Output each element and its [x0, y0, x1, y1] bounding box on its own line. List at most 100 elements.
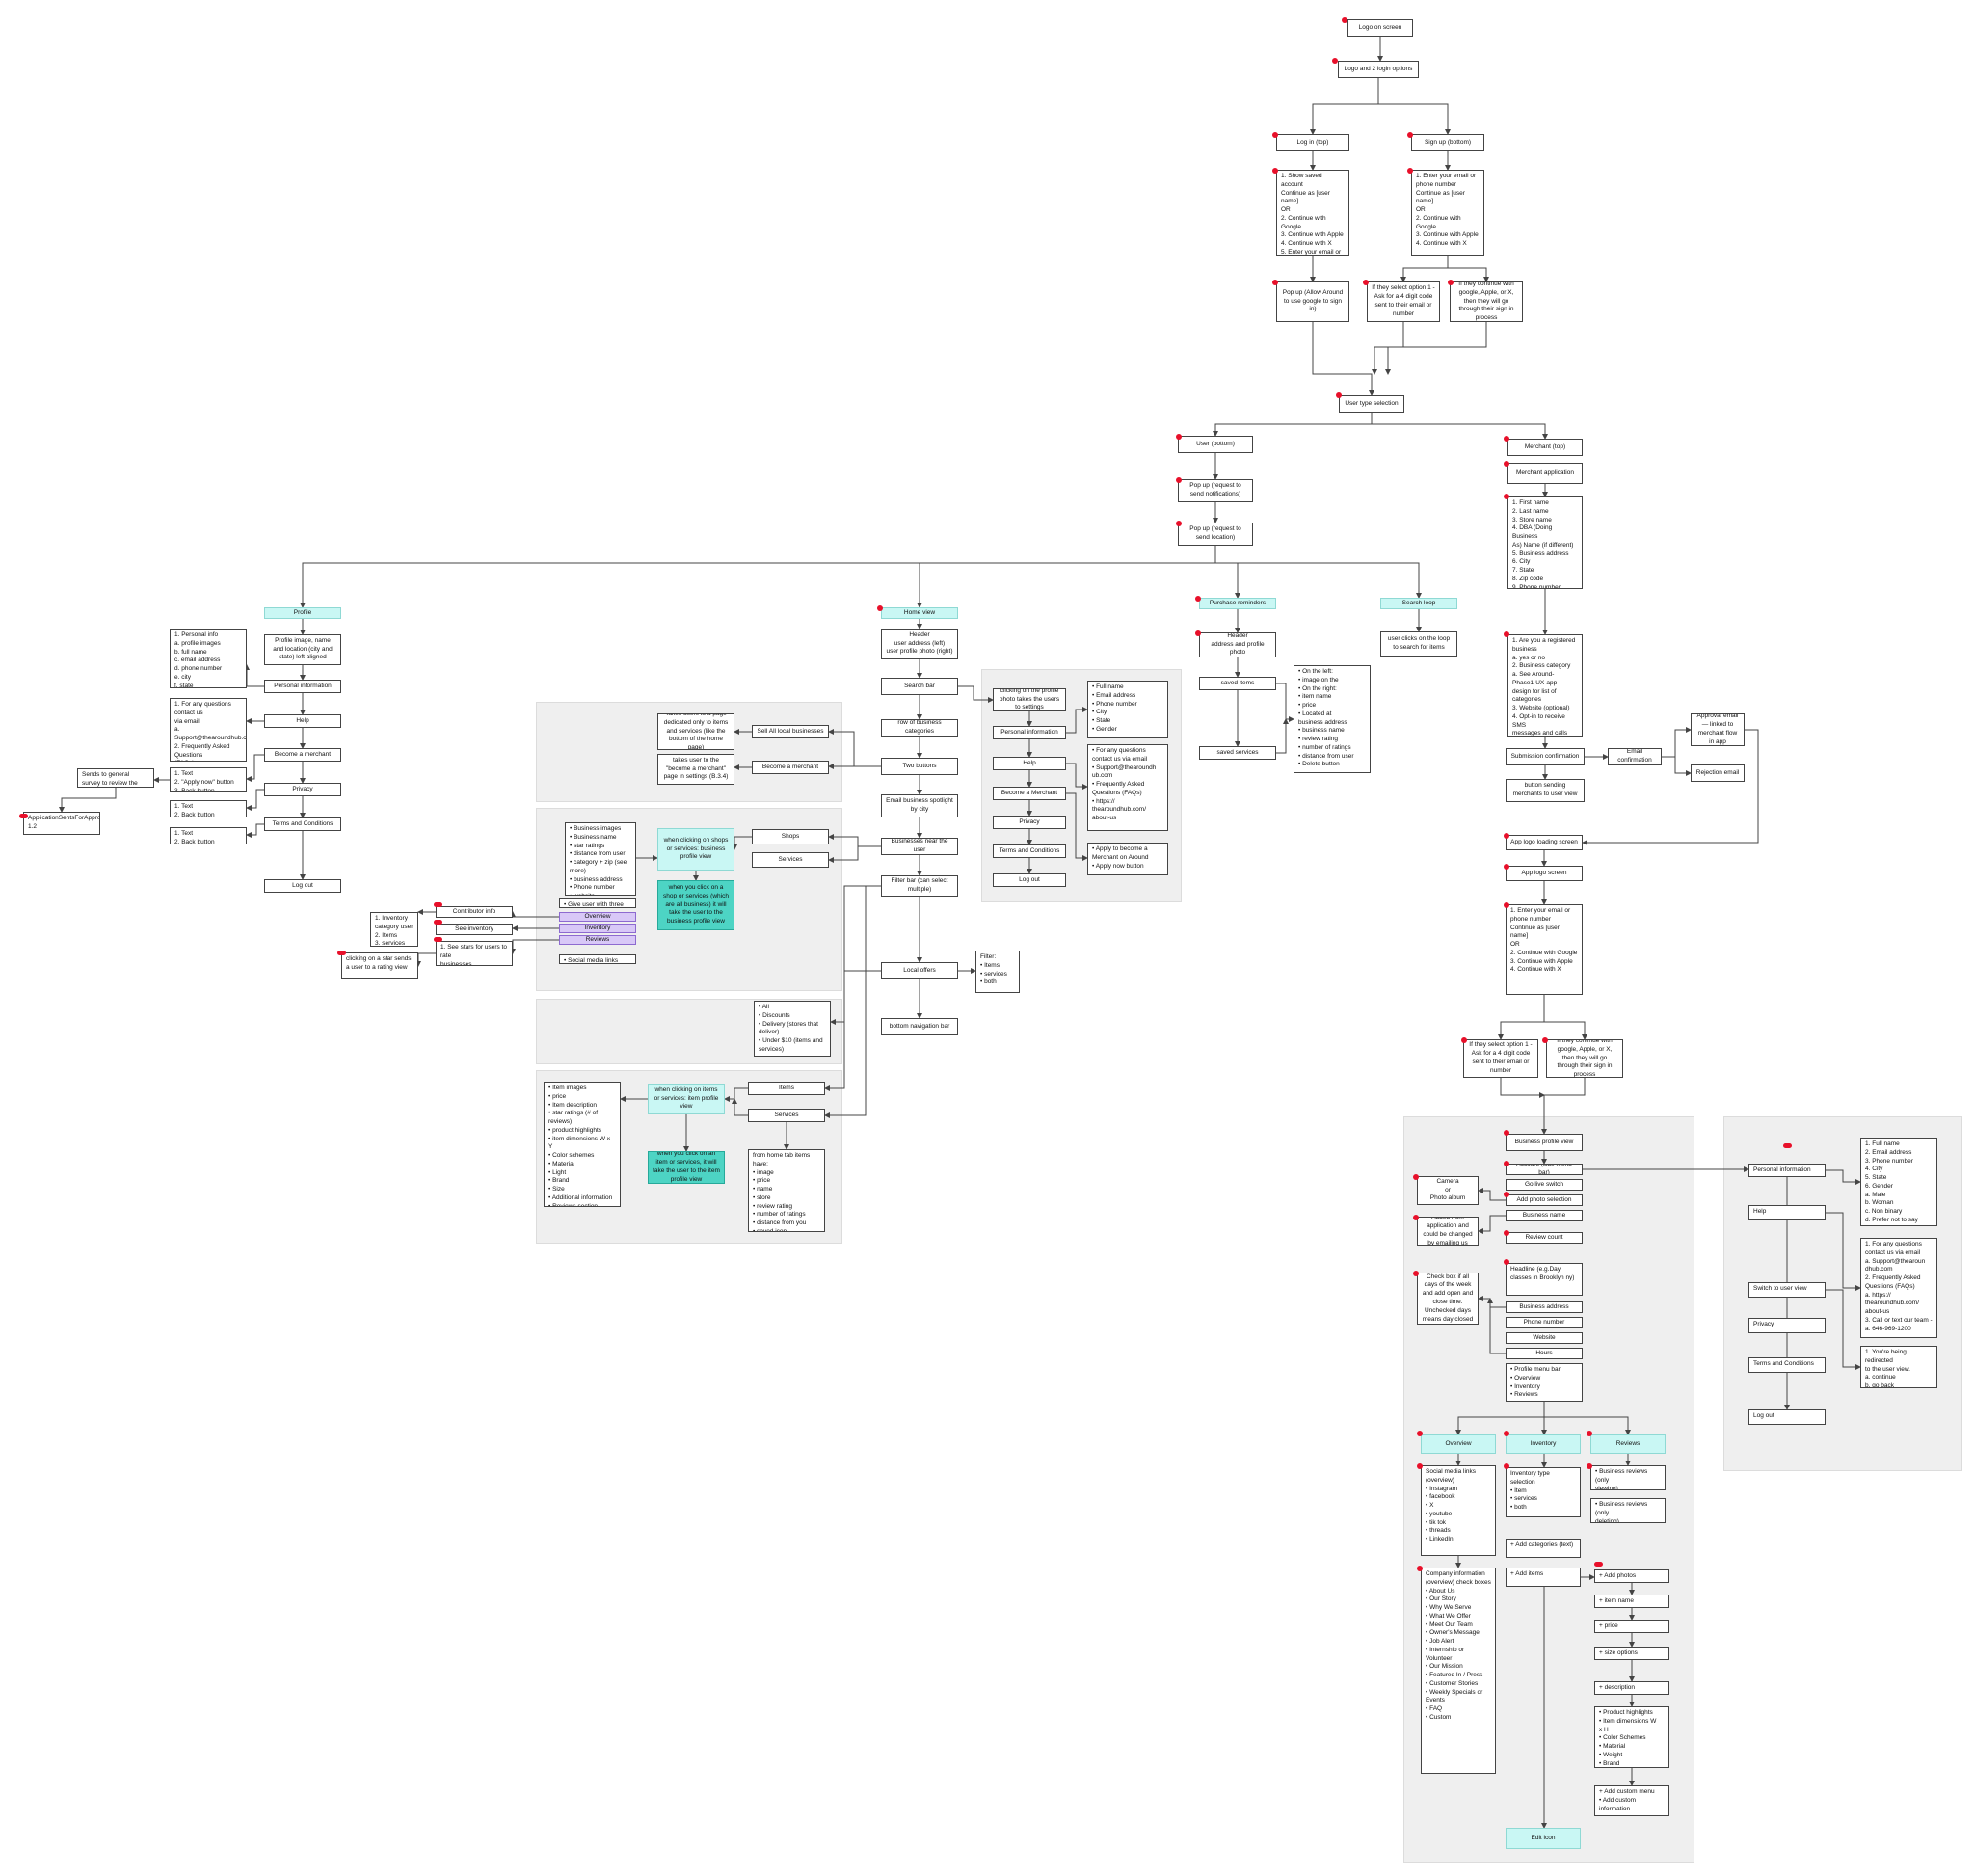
comment-marker-dot[interactable]: [1195, 630, 1201, 636]
node-social-links: • Social media links: [559, 954, 636, 964]
comment-marker-dot[interactable]: [877, 605, 883, 611]
comment-marker-dot[interactable]: [1417, 1566, 1423, 1571]
connector-arrow: [1541, 1078, 1586, 1135]
comment-marker-dot[interactable]: [1504, 494, 1509, 499]
node-account-menu: Account (side menu bar): [1506, 1164, 1583, 1175]
connector-arrow: [1276, 718, 1289, 754]
node-app-logo-loading: App logo loading screen: [1506, 835, 1583, 850]
comment-marker-dot[interactable]: [1504, 864, 1509, 870]
node-popup-loc: Pop up (request to send location): [1178, 523, 1253, 546]
node-add-photo: Add photo selection: [1506, 1194, 1583, 1206]
comment-marker-dot[interactable]: [1504, 1161, 1509, 1166]
comment-marker-dot[interactable]: [1272, 132, 1278, 138]
connector-arrow: [1478, 1215, 1506, 1234]
comment-marker-dot[interactable]: [1504, 436, 1509, 442]
node-headline: Headline (e.g.Day classes in Brooklyn ny…: [1506, 1263, 1583, 1296]
comment-marker-pill[interactable]: [434, 937, 442, 942]
node-see-inventory: See inventory: [436, 924, 513, 935]
node-signup-bottom: Sign up (bottom): [1411, 134, 1484, 151]
node-businesses-near: Businesses near the user: [881, 838, 958, 855]
node-become-merchant-btn: Become a merchant: [752, 761, 829, 774]
comment-marker-dot[interactable]: [1504, 1192, 1509, 1197]
connector-arrow: [1066, 763, 1088, 790]
node-terms: Terms and Conditions: [264, 817, 341, 831]
comment-marker-dot[interactable]: [1417, 1431, 1423, 1436]
comment-marker-dot[interactable]: [1342, 17, 1347, 23]
comment-marker-dot[interactable]: [1272, 168, 1278, 174]
comment-marker-dot[interactable]: [1176, 434, 1182, 440]
node-m-help-list: 1. For any questions contact us via emai…: [1860, 1238, 1937, 1338]
comment-marker-pill[interactable]: [19, 814, 28, 818]
comment-marker-pill[interactable]: [337, 951, 346, 955]
node-logo-screen: Logo on screen: [1347, 19, 1413, 37]
comment-marker-dot[interactable]: [1363, 280, 1369, 285]
node-rejection-email: Rejection email: [1691, 764, 1745, 782]
connector-arrow: [1372, 322, 1487, 375]
comment-marker-dot[interactable]: [1504, 1130, 1509, 1136]
comment-marker-dot[interactable]: [1413, 1271, 1419, 1276]
connector-arrow: [1455, 1402, 1545, 1435]
node-m-terms: Terms and Conditions: [1748, 1357, 1826, 1373]
comment-marker-dot[interactable]: [1413, 1174, 1419, 1180]
comment-marker-pill[interactable]: [1594, 1562, 1603, 1567]
node-filter-list: Filter: • Items • services • both: [975, 951, 1020, 993]
comment-marker-dot[interactable]: [1407, 132, 1413, 138]
node-saved-list: • On the left: • image on the • On the r…: [1294, 665, 1371, 773]
node-m-continue: If they continue with google, Apple, or …: [1546, 1039, 1623, 1078]
node-bm-note: Sends to general survey to review the ap…: [77, 768, 154, 788]
comment-marker-dot[interactable]: [1587, 1431, 1592, 1436]
connector-arrow: [1310, 78, 1379, 135]
node-add-items: + Add items: [1506, 1568, 1581, 1587]
comment-marker-dot[interactable]: [1504, 1431, 1509, 1436]
comment-marker-dot[interactable]: [1504, 902, 1509, 908]
comment-marker-dot[interactable]: [1542, 1037, 1548, 1043]
node-user-type: User type selection: [1339, 395, 1404, 413]
comment-marker-dot[interactable]: [1504, 1230, 1509, 1236]
comment-marker-dot[interactable]: [1504, 1463, 1509, 1469]
connector-arrow: [1826, 1289, 1861, 1370]
connector-arrow: [1826, 1169, 1861, 1185]
connector-arrow: [732, 1098, 748, 1116]
comment-marker-dot[interactable]: [1407, 168, 1413, 174]
connector-arrow: [1582, 729, 1759, 845]
node-saved-services: saved services: [1199, 746, 1276, 760]
node-s-logout: Log out: [993, 873, 1066, 887]
comment-marker-dot[interactable]: [1587, 1463, 1592, 1469]
comment-marker-dot[interactable]: [1272, 280, 1278, 285]
comment-marker-dot[interactable]: [1413, 1215, 1419, 1220]
node-tab-reviews: Reviews: [559, 935, 636, 945]
node-s-become-list: • Apply to become a Merchant on Around •…: [1087, 843, 1168, 875]
node-biz-name: Business name: [1506, 1210, 1583, 1221]
connector-arrow: [828, 729, 881, 767]
connector-arrow: [830, 970, 881, 1025]
node-home-view: Home view: [881, 607, 958, 619]
comment-marker-pill[interactable]: [434, 920, 442, 925]
node-tab-overview: Overview: [559, 912, 636, 922]
connector-arrow: [1213, 413, 1373, 437]
comment-marker-dot[interactable]: [1332, 58, 1338, 64]
node-profile: Profile: [264, 607, 341, 619]
connector-arrow: [1385, 322, 1404, 375]
node-m-option1: If they select option 1 - Ask for a 4 di…: [1463, 1039, 1538, 1078]
comment-marker-dot[interactable]: [1448, 280, 1454, 285]
comment-marker-dot[interactable]: [1417, 1463, 1423, 1469]
comment-marker-dot[interactable]: [1504, 461, 1509, 467]
connector-arrow: [1662, 727, 1692, 758]
comment-marker-dot[interactable]: [1504, 1259, 1509, 1265]
node-purchase-reminders: Purchase reminders: [1199, 598, 1276, 609]
comment-marker-pill[interactable]: [1783, 1143, 1792, 1148]
comment-marker-dot[interactable]: [1176, 521, 1182, 526]
comment-marker-dot[interactable]: [1195, 596, 1201, 602]
connector-arrow: [510, 911, 559, 918]
comment-marker-dot[interactable]: [1336, 392, 1342, 398]
connector-arrow: [724, 1087, 748, 1102]
comment-marker-dot[interactable]: [1176, 477, 1182, 483]
comment-marker-dot[interactable]: [1504, 833, 1509, 839]
comment-marker-dot[interactable]: [1504, 631, 1509, 637]
node-button-user-view: button sending merchants to user view: [1506, 779, 1585, 802]
node-price: + price: [1594, 1620, 1669, 1633]
comment-marker-dot[interactable]: [1461, 1037, 1467, 1043]
node-categories-row: row of business categories: [881, 719, 958, 737]
comment-marker-pill[interactable]: [434, 902, 442, 907]
